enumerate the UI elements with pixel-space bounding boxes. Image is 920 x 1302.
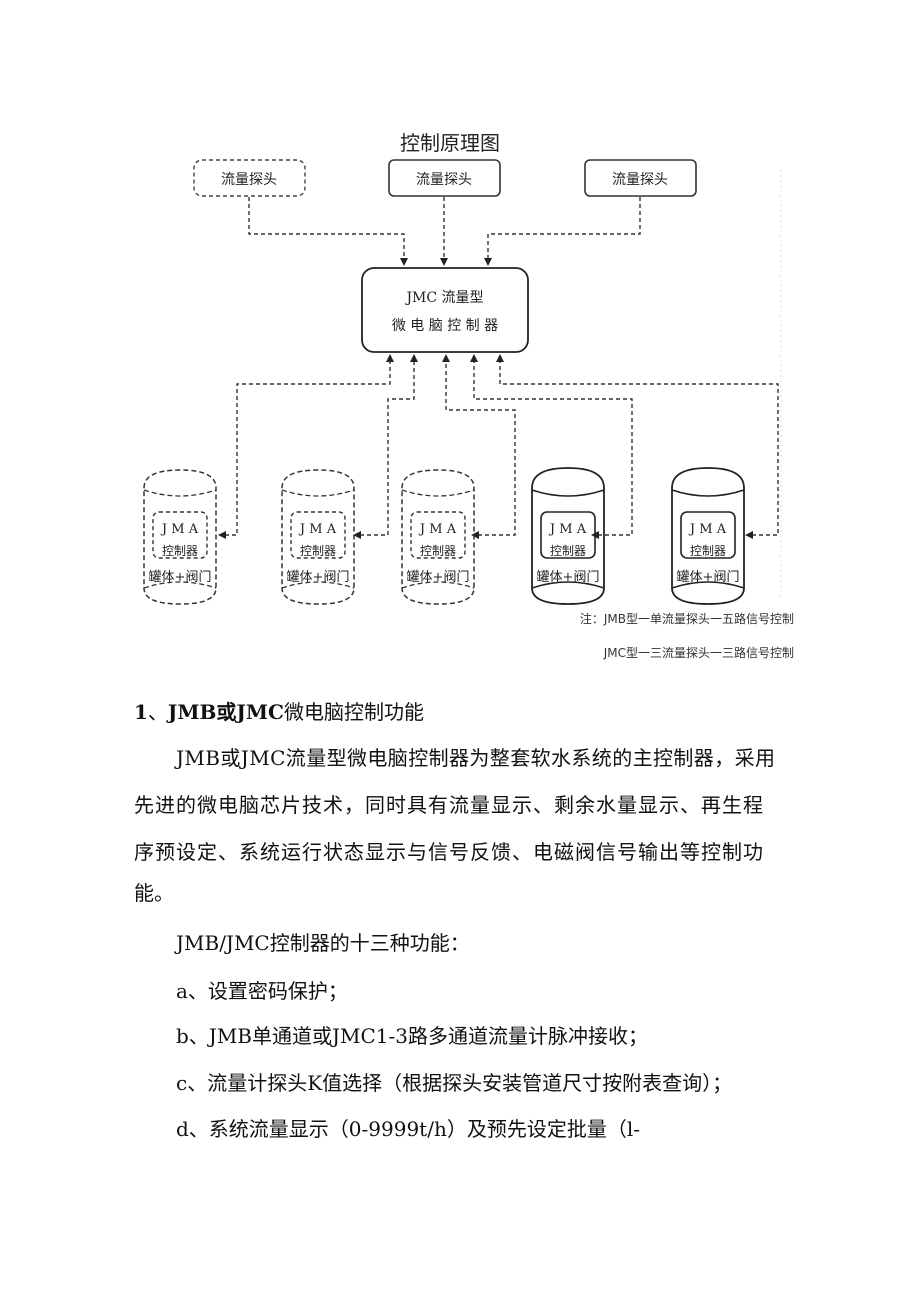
- tank-5: J M A 控制器 罐体+阀门: [671, 467, 745, 605]
- tank-valve-label: 罐体+阀门: [407, 570, 470, 585]
- probe-connectors: [248, 197, 641, 266]
- paragraph-line: 能。: [134, 881, 174, 905]
- tank-4: J M A 控制器 罐体+阀门: [531, 467, 605, 605]
- function-item: d、系统流量显示（0-9999t/h）及预先设定批量（l-: [176, 1117, 640, 1141]
- tank-valve-label: 罐体+阀门: [287, 570, 350, 585]
- tank-connectors: [225, 354, 779, 536]
- tank-valve-label: 罐体+阀门: [677, 570, 740, 585]
- tank-controller-label: 控制器: [420, 544, 456, 558]
- probe-label: 流量探头: [612, 172, 668, 188]
- heading-sep: 、: [147, 700, 168, 724]
- heading-bold: JMB或JMC: [167, 700, 284, 724]
- paragraph-line: JMB或JMC流量型微电脑控制器为整套软水系统的主控制器，采用: [176, 746, 776, 770]
- diagram-title: 控制原理图: [400, 131, 500, 155]
- tank-controller-label: 控制器: [550, 544, 586, 558]
- tank-controller-model: J M A: [298, 522, 337, 537]
- tank-controller-label: 控制器: [162, 544, 198, 558]
- section-heading: 1、JMB或JMC微电脑控制功能: [134, 694, 424, 730]
- tank-3: J M A 控制器 罐体+阀门: [401, 469, 475, 605]
- control-principle-diagram: 控制原理图 流量探头 流量探头 流量探头 JMC 流量型 微 电 脑 控 制 器: [143, 131, 794, 660]
- heading-rest: 微电脑控制功能: [283, 700, 424, 724]
- tank-valve-label: 罐体+阀门: [149, 570, 212, 585]
- probe-label: 流量探头: [416, 172, 472, 188]
- tank-controller-model: J M A: [160, 522, 199, 537]
- tank-2: J M A 控制器 罐体+阀门: [281, 469, 355, 605]
- flow-probe-center: 流量探头: [388, 159, 501, 197]
- tank-controller-label: 控制器: [690, 544, 726, 558]
- function-item: c、流量计探头K值选择（根据探头安装管道尺寸按附表查询）；: [176, 1071, 733, 1095]
- tank-controller-model: J M A: [418, 522, 457, 537]
- tank-controller-model: J M A: [688, 522, 727, 537]
- paragraph-line: 序预设定、系统运行状态显示与信号反馈、电磁阀信号输出等控制功: [134, 840, 764, 864]
- diagram-note-jmc: JMC型一三流量探头一三路信号控制: [603, 645, 794, 660]
- function-item: a、设置密码保护；: [176, 979, 348, 1003]
- controller-line1: JMC 流量型: [404, 290, 483, 306]
- functions-intro: JMB/JMC控制器的十三种功能：: [176, 931, 470, 955]
- diagram-note-jmb: 注：JMB型一单流量探头一五路信号控制: [580, 611, 794, 626]
- controller-line2: 微 电 脑 控 制 器: [392, 318, 498, 334]
- tank-valve-label: 罐体+阀门: [537, 570, 600, 585]
- probe-label: 流量探头: [221, 172, 277, 188]
- tank-1: J M A 控制器 罐体+阀门: [143, 469, 217, 605]
- tank-controller-model: J M A: [548, 522, 587, 537]
- flow-probe-left: 流量探头: [193, 159, 306, 197]
- function-item: b、JMB单通道或JMC1-3路多通道流量计脉冲接收；: [176, 1024, 649, 1048]
- flow-probe-right: 流量探头: [584, 159, 697, 197]
- paragraph-line: 先进的微电脑芯片技术，同时具有流量显示、剩余水量显示、再生程: [134, 793, 764, 817]
- jmc-controller: JMC 流量型 微 电 脑 控 制 器: [361, 267, 529, 353]
- tank-controller-label: 控制器: [300, 544, 336, 558]
- heading-number: 1: [134, 700, 148, 724]
